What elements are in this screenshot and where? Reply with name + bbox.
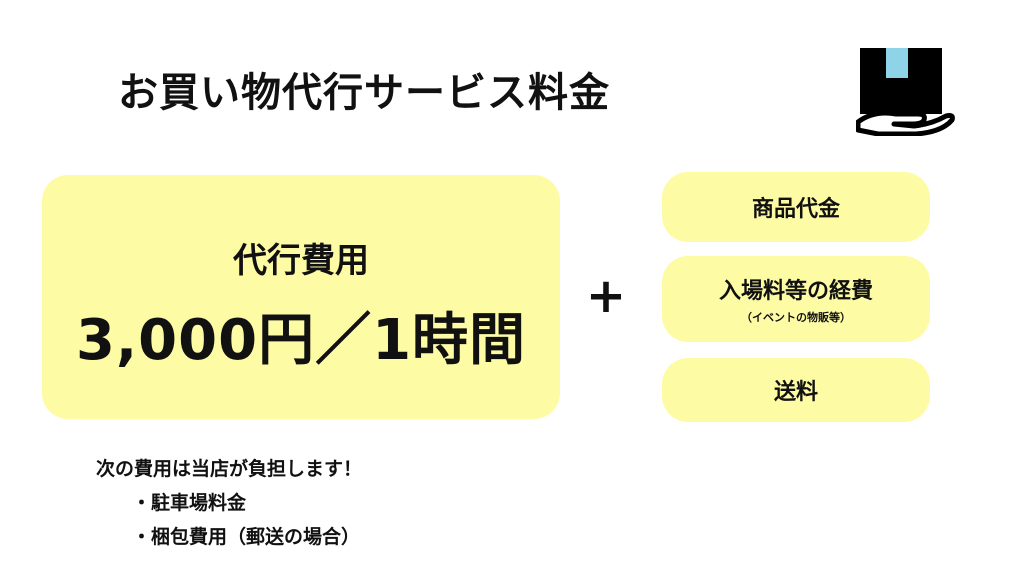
- list-item: ・駐車場料金: [132, 492, 247, 514]
- extra-item-label: 入場料等の経費: [718, 279, 873, 304]
- extra-item-label: 商品代金: [751, 197, 840, 222]
- agency-fee-card: 代行費用 3,000円／1時間: [42, 175, 560, 419]
- agency-fee-price: 3,000円／1時間: [75, 308, 527, 373]
- package-on-hand-icon: [855, 44, 960, 137]
- extra-item-expenses: 入場料等の経費 （イベントの物販等）: [662, 256, 930, 342]
- extra-item-goods: 商品代金: [662, 172, 930, 242]
- notes-heading: 次の費用は当店が負担します！: [96, 458, 363, 480]
- extra-item-label: 送料: [773, 380, 818, 405]
- agency-fee-label: 代行費用: [233, 241, 369, 281]
- list-item: ・梱包費用（郵送の場合）: [132, 526, 361, 548]
- extra-item-shipping: 送料: [662, 358, 930, 422]
- page-title: お買い物代行サービス料金: [118, 70, 610, 116]
- store-covered-notes: 次の費用は当店が負担します！ ・駐車場料金 ・梱包費用（郵送の場合）: [96, 452, 362, 554]
- extra-item-note: （イベントの物販等）: [741, 311, 851, 324]
- plus-sign: +: [585, 268, 627, 324]
